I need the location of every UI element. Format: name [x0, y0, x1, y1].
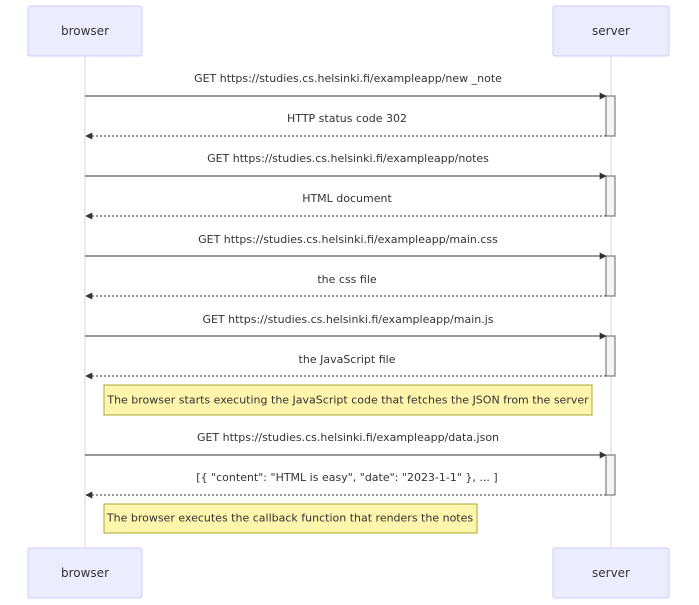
browser-actor-label: browser	[61, 24, 109, 38]
server-actor-bottom: server	[552, 547, 670, 599]
server-actor-label: server	[592, 24, 630, 38]
message-label: HTTP status code 302	[287, 112, 407, 125]
server-activation-3	[605, 255, 616, 297]
server-activation-1	[605, 95, 616, 137]
message-label: GET https://studies.cs.helsinki.fi/examp…	[202, 313, 493, 326]
server-activation-5	[605, 454, 616, 496]
message-label: [{ "content": "HTML is easy", "date": "2…	[196, 471, 497, 484]
server-activation-2	[605, 175, 616, 217]
browser-actor-bottom: browser	[27, 547, 143, 599]
message-label: GET https://studies.cs.helsinki.fi/examp…	[197, 431, 499, 444]
server-actor-label: server	[592, 566, 630, 580]
server-actor-top: server	[552, 5, 670, 57]
note-text: The browser starts executing the JavaScr…	[106, 394, 589, 407]
note-callback: The browser executes the callback functi…	[103, 503, 478, 534]
browser-actor-label: browser	[61, 566, 109, 580]
note-text: The browser executes the callback functi…	[106, 512, 474, 525]
message-label: HTML document	[302, 192, 392, 205]
message-label: the css file	[317, 273, 377, 286]
browser-actor-top: browser	[27, 5, 143, 57]
message-label: GET https://studies.cs.helsinki.fi/examp…	[207, 152, 489, 165]
note-js-execution: The browser starts executing the JavaScr…	[103, 384, 593, 416]
server-activation-4	[605, 335, 616, 377]
message-label: the JavaScript file	[299, 353, 396, 366]
message-label: GET https://studies.cs.helsinki.fi/examp…	[194, 72, 502, 85]
message-label: GET https://studies.cs.helsinki.fi/examp…	[198, 233, 498, 246]
